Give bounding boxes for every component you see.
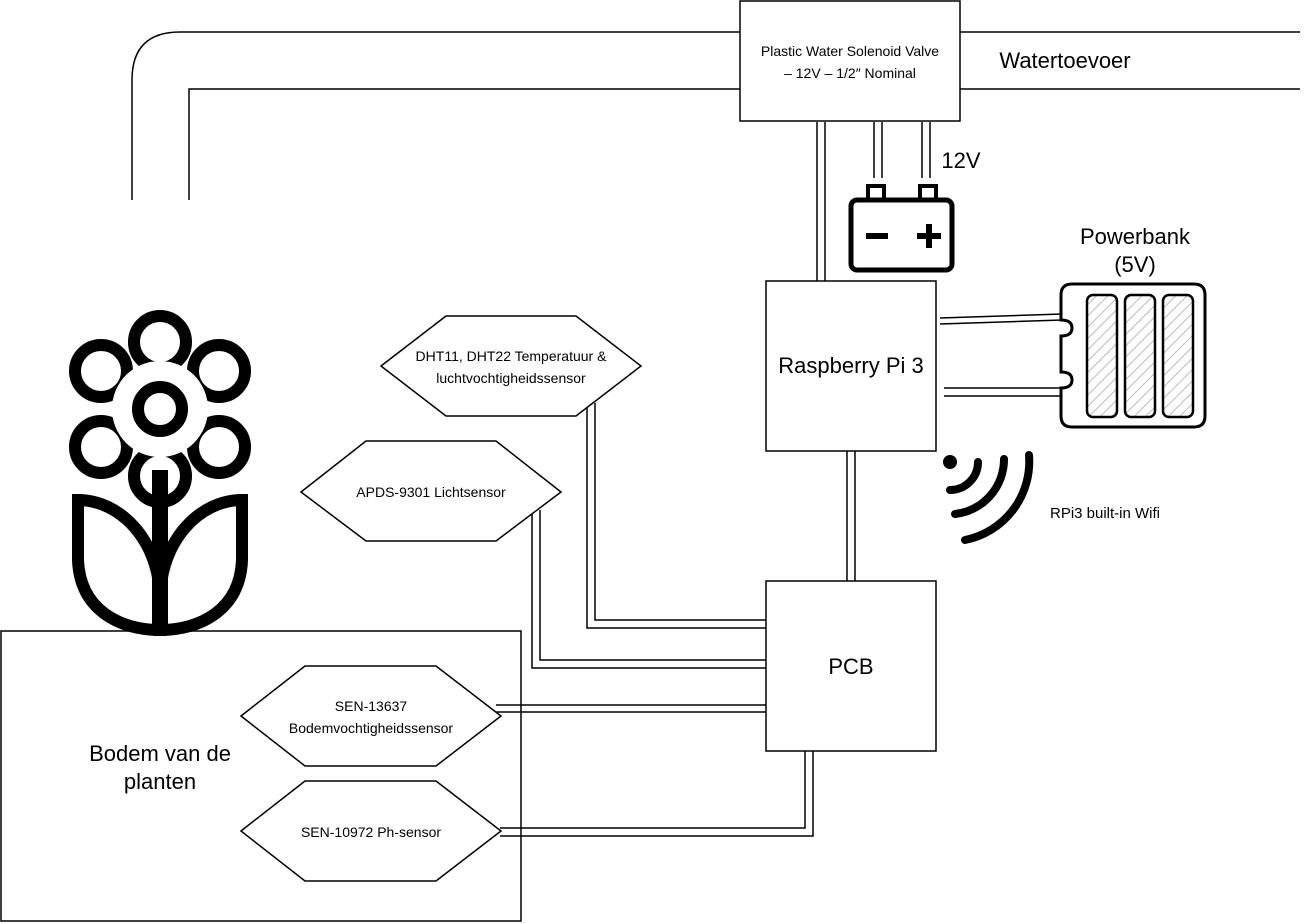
battery-icon: [848, 184, 955, 273]
valve-to-battery-minus-connector: [873, 122, 883, 178]
soil-sensor-hexagon: [239, 665, 503, 767]
valve-box: [739, 0, 961, 122]
dht-sensor-label-line2: luchtvochtigheidssensor: [436, 370, 586, 386]
ph-sensor-hexagon: [239, 780, 503, 882]
soil-label-line1: Bodem van de: [89, 741, 231, 766]
water-supply-label: Watertoevoer: [999, 48, 1131, 73]
soil-sensor-label: SEN-13637 Bodemvochtigheidssensor: [241, 694, 501, 740]
rpi-to-pcb-connector: [846, 451, 856, 581]
powerbank-label-line2: (5V): [1114, 252, 1156, 277]
flower-icon: [69, 310, 251, 637]
light-sensor-label: APDS-9301 Lichtsensor: [356, 484, 506, 500]
pcb-label: PCB: [828, 654, 874, 679]
light-sensor-hexagon: [299, 440, 563, 542]
rpi-to-powerbank-connector-bottom: [944, 387, 1062, 397]
dht-sensor-label-line1: DHT11, DHT22 Temperatuur &: [415, 348, 607, 364]
rpi-to-powerbank-connector-top: [939, 313, 1063, 325]
valve-label-line2: – 12V – 1/2″ Nominal: [784, 65, 916, 81]
powerbank-label: Powerbank (5V): [1060, 222, 1210, 280]
light-to-pcb-connector: [531, 510, 766, 669]
dht-to-pcb-connector: [586, 403, 766, 629]
dht-sensor-label: DHT11, DHT22 Temperatuur & luchtvochtigh…: [381, 344, 641, 390]
powerbank-label-line1: Powerbank: [1079, 224, 1191, 249]
valve-label: Plastic Water Solenoid Valve – 12V – 1/2…: [740, 36, 960, 88]
powerbank-icon: [1059, 282, 1207, 429]
rpi-box: [765, 280, 937, 452]
soil-sensor-label-line2: Bodemvochtigheidssensor: [288, 720, 454, 736]
ph-sensor-label: SEN-10972 Ph-sensor: [300, 824, 442, 840]
dht-sensor-hexagon: [379, 315, 643, 417]
valve-to-battery-plus-connector: [921, 122, 931, 178]
wifi-icon: [943, 451, 1034, 544]
valve-label-line1: Plastic Water Solenoid Valve: [760, 43, 940, 59]
pcb-box: [765, 580, 937, 752]
ph-sensor-to-pcb-connector: [500, 751, 814, 837]
water-pipe-inner: [188, 88, 1300, 200]
soil-sensor-to-pcb-connector: [496, 704, 766, 713]
soil-box: [0, 630, 522, 922]
soil-sensor-label-line1: SEN-13637: [334, 698, 408, 714]
battery-voltage-label: 12V: [941, 148, 981, 173]
soil-label: Bodem van de planten: [40, 738, 280, 798]
valve-to-rpi-connector: [816, 122, 826, 281]
rpi-label: Raspberry Pi 3: [778, 353, 924, 378]
water-pipe-outer: [131, 31, 1300, 200]
soil-label-line2: planten: [123, 769, 197, 794]
wifi-label: RPi3 built-in Wifi: [1049, 505, 1161, 522]
